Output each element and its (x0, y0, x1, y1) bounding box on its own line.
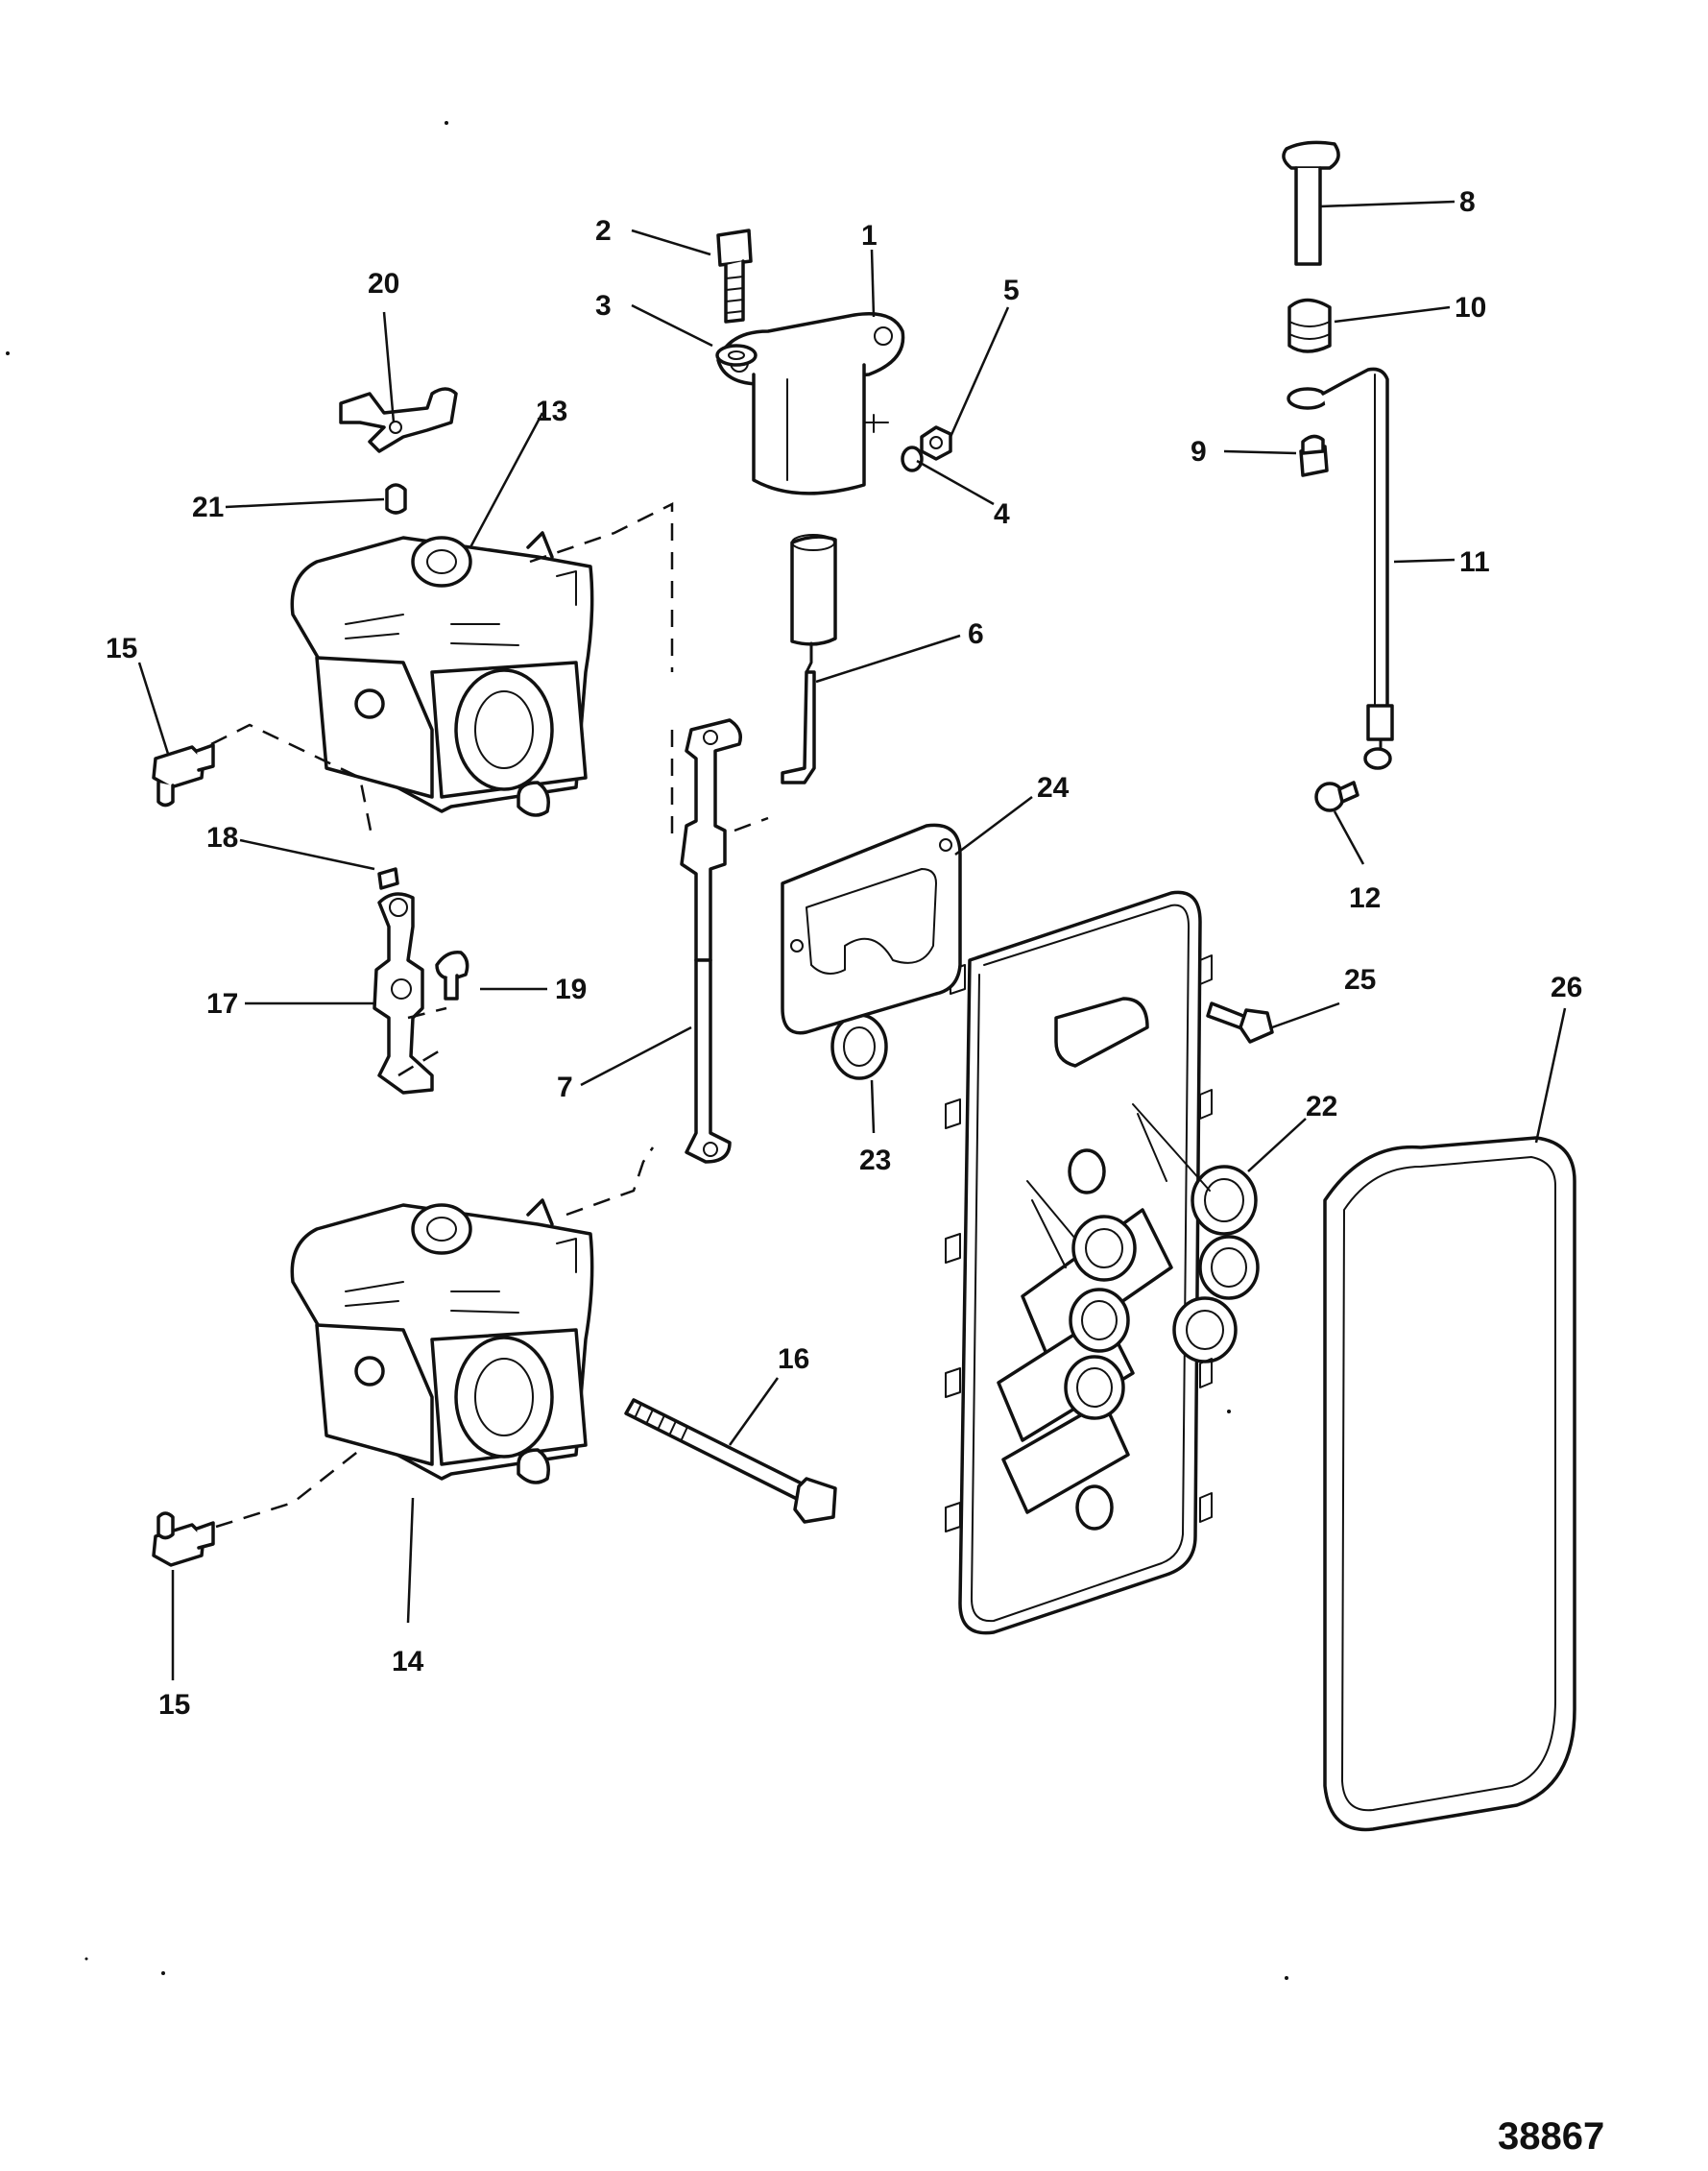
callout-8: 8 (1459, 186, 1476, 218)
part-7-link-rod (680, 718, 742, 1164)
callout-14: 14 (392, 1646, 424, 1677)
callout-18: 18 (206, 822, 238, 854)
part-17-linkage-lever (373, 892, 434, 1095)
part-21-small-screw (385, 483, 407, 515)
part-20-bracket (339, 387, 458, 453)
part-10-grommet (1287, 298, 1332, 353)
callout-1: 1 (861, 220, 878, 252)
alignment-lines (210, 501, 769, 1529)
callout-6: 6 (968, 618, 984, 650)
part-15-elbow-fitting-lower (152, 1511, 215, 1567)
callout-4: 4 (994, 498, 1010, 530)
callout-12: 12 (1349, 882, 1381, 914)
callout-19: 19 (555, 974, 587, 1005)
drawing-number: 38867 (1498, 2115, 1604, 2158)
callout-25: 25 (1344, 964, 1376, 996)
callout-15-upper: 15 (106, 633, 137, 664)
callout-22: 22 (1306, 1091, 1337, 1122)
part-15-elbow-fitting-upper (152, 743, 215, 808)
callout-11: 11 (1459, 546, 1490, 578)
callout-16: 16 (778, 1343, 809, 1375)
part-19-screw (435, 951, 469, 1001)
callout-26: 26 (1551, 972, 1582, 1003)
callout-24: 24 (1037, 772, 1070, 804)
part-24-gasket (781, 823, 962, 1035)
callout-7: 7 (557, 1072, 573, 1103)
part-13-upper-carburetor (290, 531, 594, 817)
part-12-screw (1314, 781, 1359, 812)
callout-23: 23 (859, 1145, 891, 1176)
callout-17: 17 (206, 988, 238, 1020)
callout-2: 2 (595, 215, 612, 247)
callout-20: 20 (368, 268, 399, 300)
part-16-long-bolt (624, 1398, 837, 1524)
callout-5: 5 (1003, 275, 1020, 306)
part-4-lockwasher (901, 446, 924, 472)
scan-specks (6, 121, 1288, 1980)
part-26-seal-loop (1323, 1136, 1576, 1832)
part-5-nut (920, 425, 952, 461)
part-1-cover-cup (716, 312, 905, 495)
part-22-intake-plate (945, 890, 1260, 1635)
part-25-screw (1206, 1001, 1274, 1044)
leader-lines (137, 200, 1567, 1680)
callout-15-lower: 15 (158, 1689, 190, 1721)
part-8-pin (1282, 140, 1340, 266)
callout-13: 13 (536, 396, 567, 427)
part-6-plunger-link (781, 534, 837, 784)
part-2-bolt (716, 229, 753, 324)
callout-21: 21 (192, 492, 224, 523)
part-3-washer (715, 344, 758, 367)
callout-9: 9 (1191, 436, 1207, 468)
part-9-screw (1299, 434, 1329, 477)
part-11-ground-wire (1287, 367, 1394, 770)
callout-3: 3 (595, 290, 612, 322)
part-14-lower-carburetor (290, 1198, 594, 1484)
callout-labels: 1 2 3 4 5 6 7 8 9 10 11 12 13 14 15 15 1… (106, 186, 1582, 1721)
part-18-clip (377, 867, 399, 890)
part-23-seal-ring (830, 1013, 888, 1080)
callout-10: 10 (1455, 292, 1486, 324)
